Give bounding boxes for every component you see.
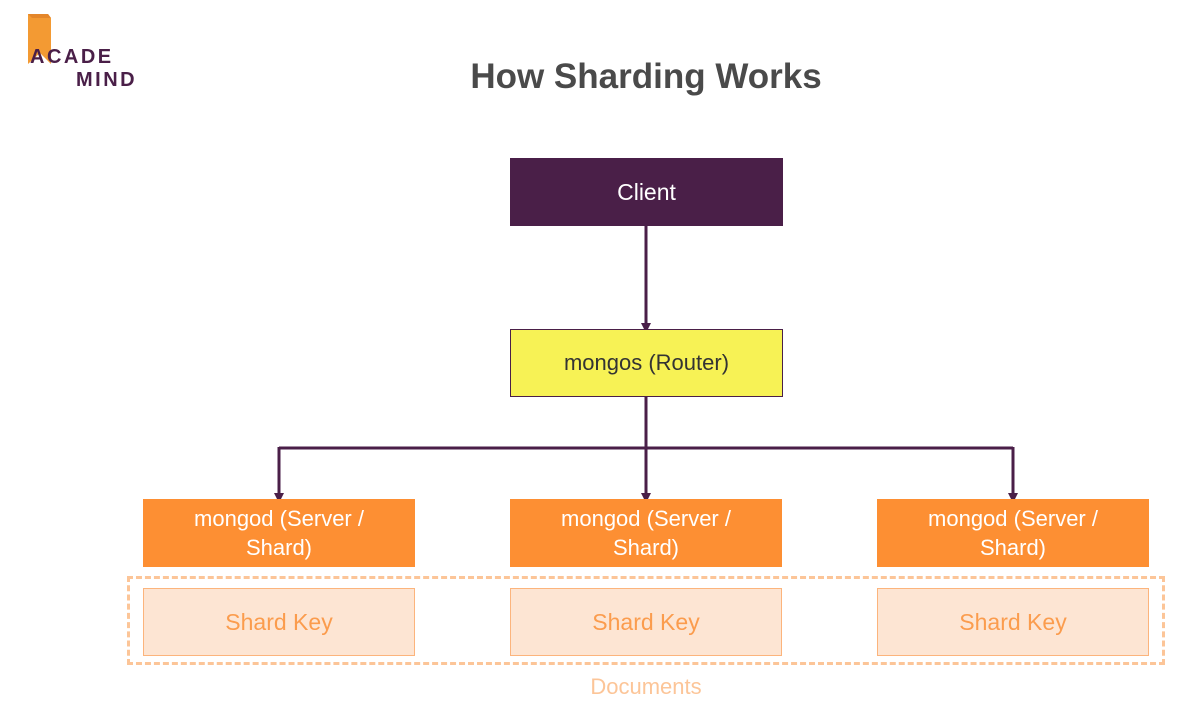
academind-logo: ACADE MIND: [24, 14, 148, 92]
logo-text-line1: ACADE: [30, 46, 114, 68]
shard-node-1: mongod (Server / Shard): [143, 499, 415, 567]
shard-key-label: Shard Key: [225, 608, 333, 635]
client-node: Client: [510, 158, 783, 226]
shard-node-2: mongod (Server / Shard): [510, 499, 782, 567]
shard-key-label: Shard Key: [959, 608, 1067, 635]
slide-title: How Sharding Works: [470, 57, 822, 96]
documents-group-frame: [127, 576, 1165, 665]
shard-label: mongod (Server / Shard): [928, 506, 1098, 560]
shard-label: mongod (Server / Shard): [194, 506, 364, 560]
shard-label: mongod (Server / Shard): [561, 506, 731, 560]
shard-node-3: mongod (Server / Shard): [877, 499, 1149, 567]
shard-key-label: Shard Key: [592, 608, 700, 635]
router-node: mongos (Router): [510, 329, 783, 397]
shard-key-1: Shard Key: [143, 588, 415, 656]
client-label: Client: [617, 178, 676, 205]
logo-text-line2: MIND: [76, 69, 138, 91]
router-label: mongos (Router): [563, 350, 730, 375]
shard-key-3: Shard Key: [877, 588, 1149, 656]
shard-key-2: Shard Key: [510, 588, 782, 656]
documents-label: Documents: [590, 674, 702, 699]
logo-flag-icon: [28, 14, 51, 64]
